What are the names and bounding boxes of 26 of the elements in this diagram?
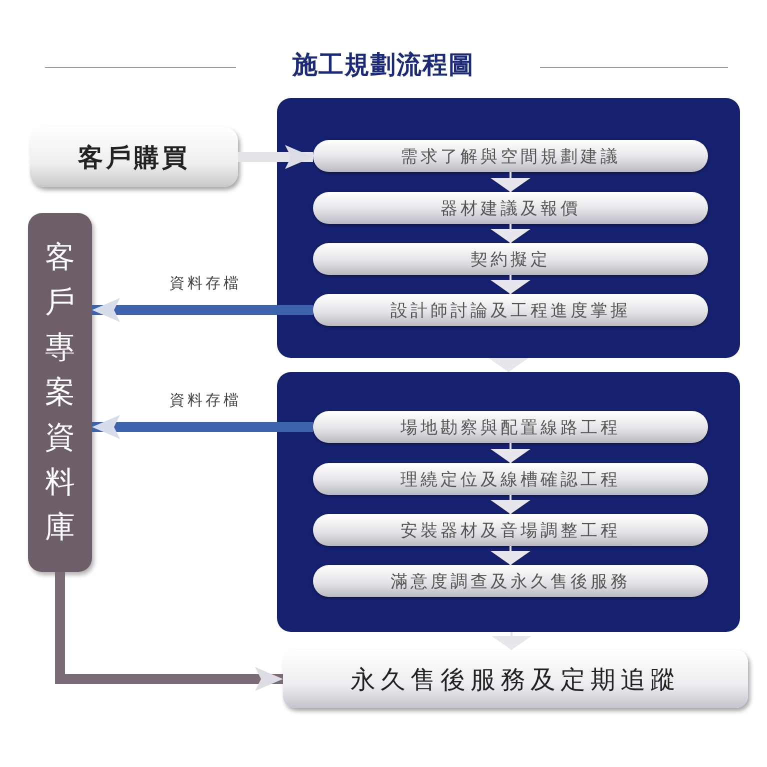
arrow xyxy=(92,415,313,439)
chevron-arrow xyxy=(490,495,530,514)
chevron-arrow xyxy=(490,224,530,243)
chevron-arrow xyxy=(490,172,530,192)
chevron-arrow xyxy=(492,632,532,650)
step-box: 需求了解與空間規劃建議 xyxy=(313,140,708,172)
chevron-arrow xyxy=(490,275,530,294)
panel-box xyxy=(277,372,740,632)
step-box: 契約擬定 xyxy=(313,243,708,275)
step-box: 器材建議及報價 xyxy=(313,192,708,224)
arrow xyxy=(55,572,283,691)
arrow xyxy=(238,145,313,169)
step-box: 理繞定位及線槽確認工程 xyxy=(313,463,708,495)
database-box: 客戶專案資料庫 xyxy=(28,213,92,572)
start-box: 客戶購買 xyxy=(30,127,238,187)
title: 施工規劃流程圖 xyxy=(292,50,474,79)
chevron-arrow xyxy=(490,443,530,463)
step-box: 場地勘察與配置線路工程 xyxy=(313,411,708,443)
step-box: 滿意度調查及永久售後服務 xyxy=(313,565,708,597)
chevron-arrow xyxy=(488,358,528,372)
panel-box xyxy=(277,98,740,358)
chevron-arrow xyxy=(490,546,530,565)
arrow xyxy=(92,298,313,322)
step-box: 設計師討論及工程進度掌握 xyxy=(313,294,708,326)
step-box: 安裝器材及音場調整工程 xyxy=(313,514,708,546)
end-box: 永久售後服務及定期追蹤 xyxy=(283,650,748,708)
